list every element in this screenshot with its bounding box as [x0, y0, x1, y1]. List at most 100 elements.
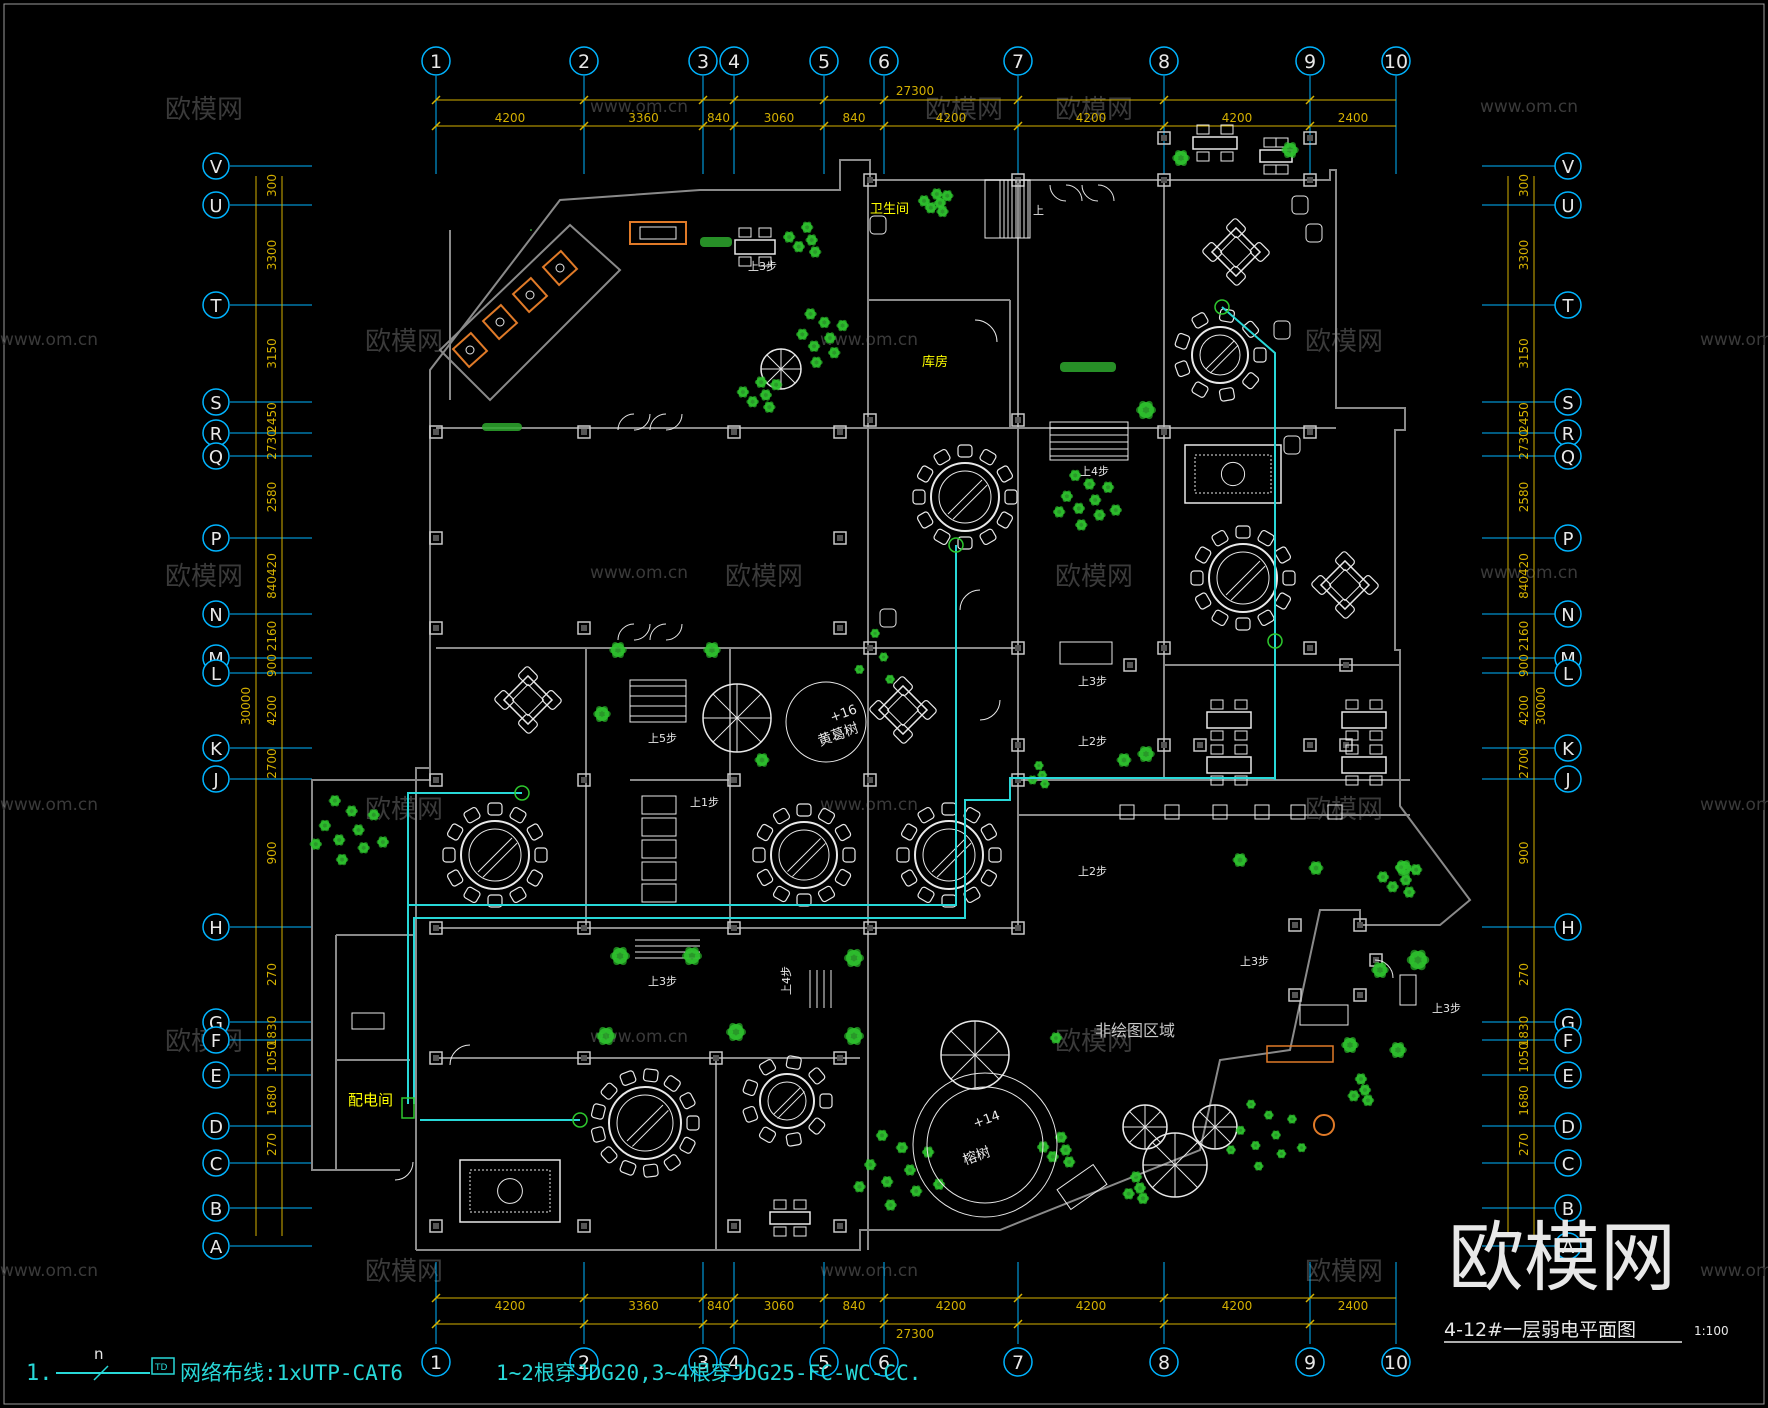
grid-bubble-P: P — [1554, 524, 1582, 552]
column — [577, 921, 591, 935]
grid-bubble-H: H — [1554, 913, 1582, 941]
plant — [1253, 1161, 1264, 1171]
plant — [818, 316, 831, 329]
grid-bubble-label: C — [1562, 1154, 1575, 1175]
grid-bubble-3: 3 — [688, 1347, 718, 1377]
plant — [754, 376, 768, 388]
dimension-label: 300 — [1517, 174, 1531, 197]
total-width-top: 27300 — [896, 84, 934, 98]
fixture — [1119, 804, 1135, 820]
column — [577, 425, 591, 439]
wood-cabinet — [481, 303, 519, 341]
grid-bubble-A: A — [1554, 1232, 1582, 1260]
plant — [1270, 1130, 1281, 1140]
grid-bubble-L: L — [1554, 659, 1582, 687]
dimension-label: 4200 — [495, 111, 526, 125]
brand-watermark: 欧模网 — [1448, 1213, 1676, 1302]
column — [833, 425, 847, 439]
plant — [903, 1164, 917, 1176]
watermark-url: www.om.cn — [0, 330, 98, 350]
grid-bubble-7: 7 — [1003, 1347, 1033, 1377]
grid-bubble-label: V — [1562, 157, 1575, 178]
tree2-name: 榕树 — [961, 1144, 993, 1169]
dimension-label: 1680 — [265, 1085, 279, 1116]
dimension-label: 2730 — [1517, 429, 1531, 460]
grid-bubble-R: R — [202, 419, 230, 447]
plant — [1129, 1171, 1143, 1183]
plant — [1072, 502, 1086, 515]
wood-cabinets — [451, 249, 579, 369]
plant — [593, 706, 611, 722]
umbrella — [1192, 1104, 1238, 1150]
grid-bubble-9: 9 — [1295, 46, 1325, 76]
step-label: 上5步 — [648, 732, 677, 745]
hedge — [530, 229, 532, 231]
toilet-fixture — [1305, 223, 1323, 243]
grid-bubble-5: 5 — [809, 46, 839, 76]
plant — [936, 205, 949, 218]
column — [1011, 921, 1025, 935]
column — [577, 621, 591, 635]
grid-bubble-label: 3 — [697, 51, 709, 73]
grid-bubble-label: 9 — [1304, 1352, 1316, 1374]
furniture — [351, 124, 1417, 1237]
dimension-label: 4200 — [495, 1299, 526, 1313]
plant — [345, 805, 358, 817]
grid-bubble-label: P — [211, 529, 222, 550]
column — [1353, 918, 1367, 932]
column — [1011, 413, 1025, 427]
plant — [1263, 1110, 1274, 1120]
grid-bubble-label: 1 — [430, 51, 442, 73]
step-label: 上3步 — [1078, 675, 1107, 688]
plant — [763, 401, 776, 413]
plant — [1033, 760, 1044, 771]
column — [429, 1219, 443, 1233]
grid-bubble-B: B — [1554, 1194, 1582, 1222]
grid-bubble-label: 6 — [878, 51, 890, 73]
grid-bubble-label: 1 — [430, 1352, 442, 1374]
column — [1157, 173, 1171, 187]
column — [727, 773, 741, 787]
column — [1303, 641, 1317, 655]
column — [1288, 918, 1302, 932]
plant — [1039, 779, 1050, 789]
drawing-frame — [3, 3, 1765, 1405]
column — [429, 1051, 443, 1065]
plant — [1358, 1084, 1372, 1096]
grid-bubble-L: L — [202, 659, 230, 687]
tree-rong: +14 榕树 — [912, 1072, 1058, 1218]
dimension-label: 2400 — [1338, 111, 1369, 125]
step-label: 上2步 — [1078, 865, 1107, 878]
watermark: 欧模网 — [725, 562, 803, 592]
watermark: 欧模网 — [165, 95, 243, 125]
plant — [759, 389, 773, 401]
dimension-label: 2700 — [1517, 748, 1531, 779]
grid-bubble-label: A — [1562, 1237, 1575, 1258]
step-label: 上3步 — [648, 975, 677, 988]
column — [833, 531, 847, 545]
plant — [895, 1141, 909, 1154]
plant — [1049, 1032, 1063, 1044]
grid-bubble-6: 6 — [869, 1347, 899, 1377]
dimension-label: 900 — [1517, 842, 1531, 865]
watermark: 欧模网 — [365, 795, 443, 825]
watermark-url: www.om.cn — [1480, 97, 1578, 117]
total-height-left: 30000 — [239, 687, 253, 725]
grid-bubble-R: R — [1554, 419, 1582, 447]
plant — [870, 628, 881, 638]
grid-bubble-2: 2 — [569, 1347, 599, 1377]
round-dining-table — [442, 802, 548, 908]
plant — [309, 838, 323, 850]
dimension-label: 840 — [707, 1299, 730, 1313]
grid-bubble-P: P — [202, 524, 230, 552]
column — [1157, 131, 1171, 145]
grid-bubble-label: 4 — [728, 1352, 740, 1374]
legend-conduit: 1~2根穿JDG20,3~4根穿JDG25-FC-WC-CC. — [496, 1361, 921, 1385]
watermark: 欧模网 — [165, 562, 243, 592]
td-outlet-icon — [151, 1357, 175, 1375]
total-height-right: 30000 — [1534, 687, 1548, 725]
grid-bubble-label: P — [1563, 529, 1574, 550]
plant — [754, 753, 770, 767]
grid-bubble-K: K — [202, 734, 230, 762]
round-dining-table — [912, 444, 1018, 550]
